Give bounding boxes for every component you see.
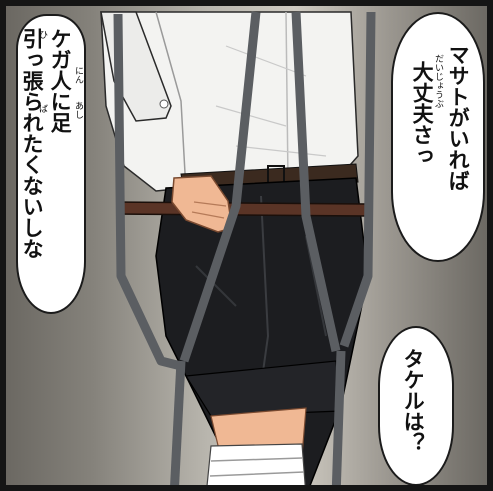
left-bubble-line-2: 引っ張られたくないしな xyxy=(20,28,45,259)
bandage-shape xyxy=(206,443,306,485)
left-ruby-ba: ば xyxy=(37,104,47,113)
crutch-right-frame xyxy=(339,11,376,348)
right-ruby-daijoubu: だいじょうぶ xyxy=(433,54,443,108)
speech-bubble-left xyxy=(16,14,86,314)
crutch-left-frame xyxy=(113,13,183,371)
right-bubble-line-1: マサトがいれば xyxy=(446,44,471,191)
left-ruby-ashi: あし xyxy=(73,101,83,119)
left-bubble-line-1: ケガ人に足 xyxy=(48,28,73,133)
left-ruby-nin: にん xyxy=(73,66,83,84)
left-ruby-ke: ひ xyxy=(37,30,47,39)
bottom-bubble-line-1: タケルは？ xyxy=(401,348,426,453)
right-bubble-line-2: 大丈夫さっ xyxy=(410,61,435,166)
speech-bubble-right-bottom xyxy=(378,326,454,485)
speech-bubble-right-top xyxy=(391,12,485,262)
crutch-handle-shape xyxy=(117,201,367,217)
panel-artwork xyxy=(100,11,376,485)
